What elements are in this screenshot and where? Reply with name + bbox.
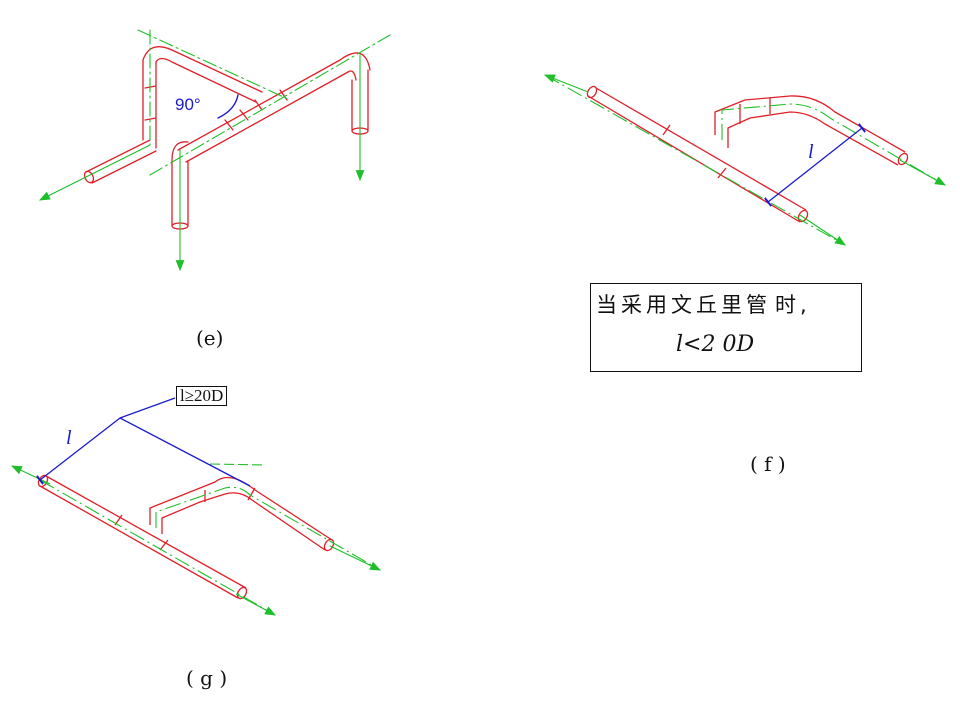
caption-f: ( f ) <box>750 452 786 476</box>
angle-label-e: 90° <box>175 95 201 114</box>
pipe-e <box>83 46 371 230</box>
caption-g: ( g ) <box>186 666 228 690</box>
figure-f <box>543 74 946 246</box>
pipe-f <box>586 85 909 223</box>
dimension-line-f <box>764 123 866 207</box>
length-label-f: l <box>808 141 814 163</box>
centerlines-e <box>39 29 391 272</box>
figure-e <box>39 29 391 272</box>
dimension-box-g: l≥20D <box>176 386 228 406</box>
note-boxed-text: 当采用文丘里管 <box>596 293 771 317</box>
dimension-box-text: l≥20D <box>180 386 224 405</box>
note-line2-f: l<2 0D <box>676 332 754 357</box>
note-box-f <box>590 283 862 372</box>
length-label-g: l <box>66 427 72 449</box>
centerlines-f <box>543 74 946 246</box>
note-formula: l<2 0D <box>676 332 755 357</box>
figure-g <box>11 397 381 616</box>
dimension-g <box>36 397 251 487</box>
centerlines-g <box>11 463 381 616</box>
note-line1-f: 当采用文丘里管时, <box>596 289 811 319</box>
caption-e: (e) <box>196 326 224 350</box>
pipe-g <box>37 474 335 600</box>
angle-arc-e <box>217 94 239 119</box>
note-tail-text: 时, <box>775 293 811 317</box>
